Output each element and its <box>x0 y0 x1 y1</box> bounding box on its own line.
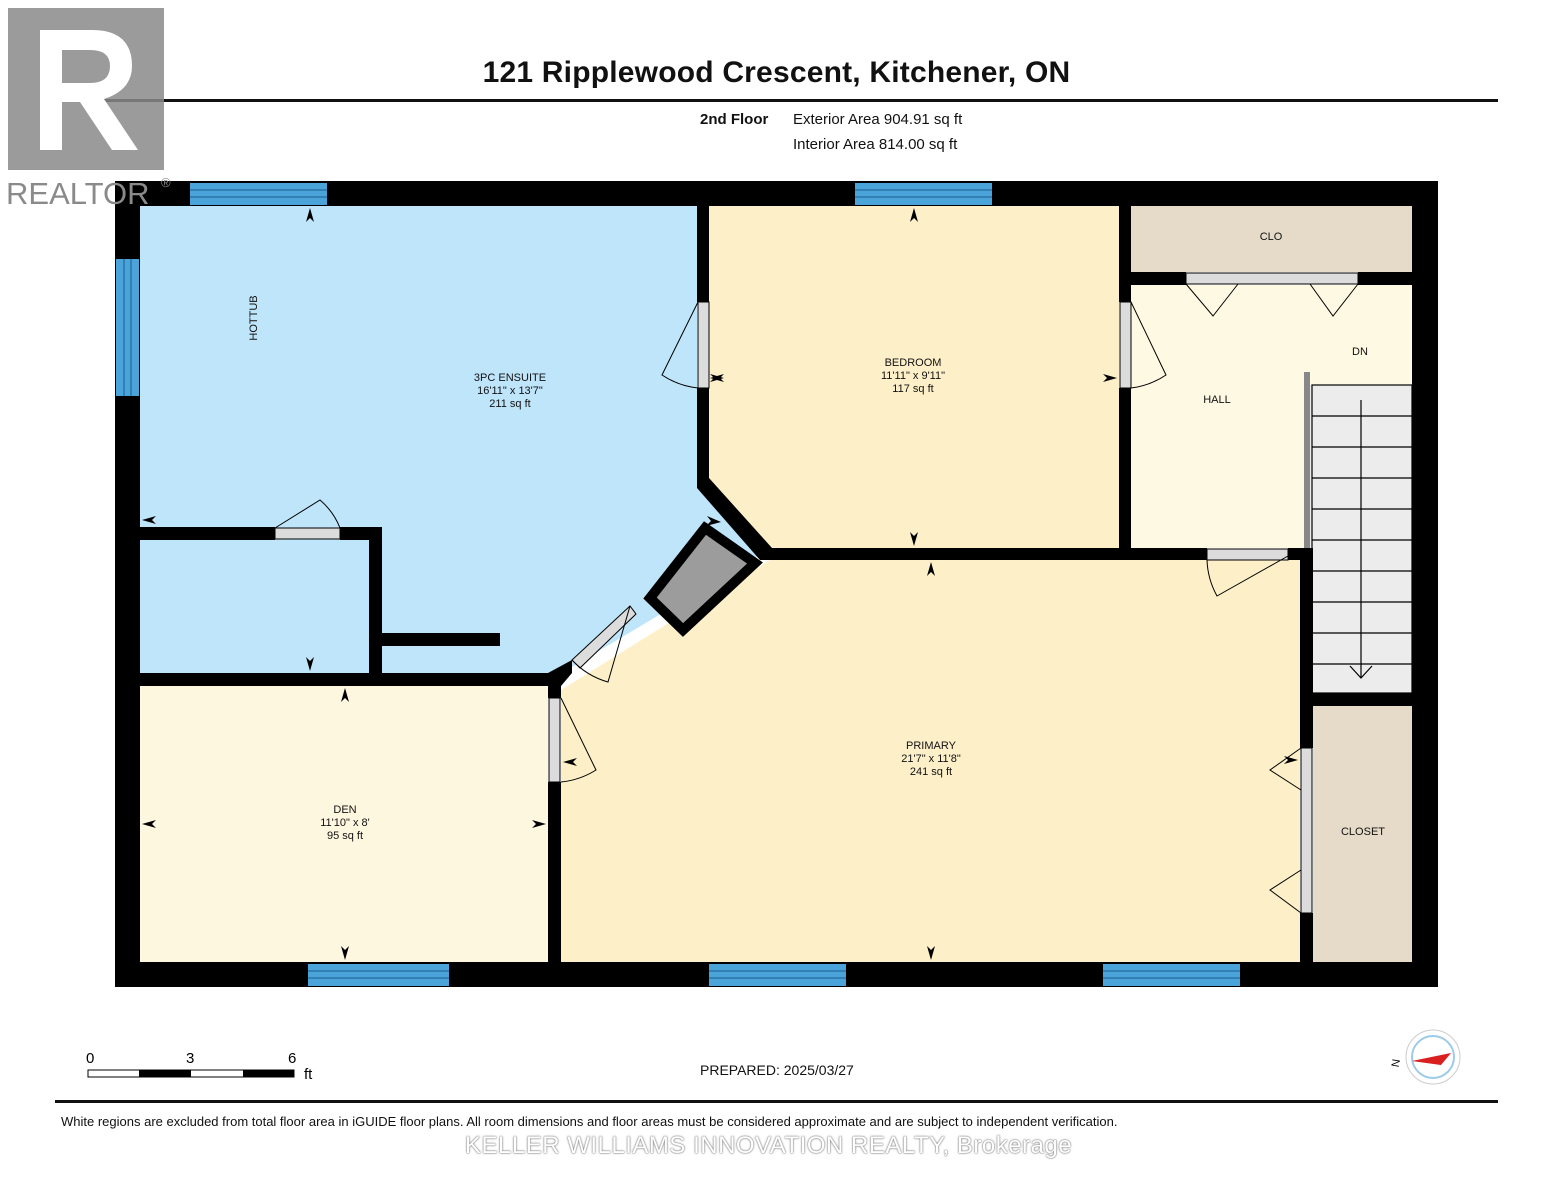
ensuite-area: 211 sq ft <box>489 398 531 410</box>
stairs <box>1311 384 1413 694</box>
property-address: 121 Ripplewood Crescent, Kitchener, ON <box>482 56 1071 89</box>
den-label: DEN 11'10" x 8' 95 sq ft <box>240 804 450 843</box>
primary-name: PRIMARY <box>906 740 956 752</box>
floor-label: 2nd Floor <box>700 111 769 128</box>
den-area: 95 sq ft <box>326 830 364 842</box>
compass-north-label: N <box>1390 1058 1403 1068</box>
primary-label: PRIMARY 21'7" x 11'8" 241 sq ft <box>826 740 1036 779</box>
den-dims: 11'10" x 8' <box>320 817 370 829</box>
hall-label: HALL <box>1203 394 1231 406</box>
primary-dims: 21'7" x 11'8" <box>901 753 961 765</box>
den-fill <box>140 686 548 962</box>
interior-area: Interior Area 814.00 sq ft <box>793 136 958 153</box>
scale-tick-6: 6 <box>288 1050 296 1067</box>
primary-fill <box>561 560 1300 962</box>
dimension-markers <box>142 208 1298 960</box>
prepared-date: PREPARED: 2025/03/27 <box>700 1062 854 1078</box>
disclaimer: White regions are excluded from total fl… <box>61 1114 1118 1129</box>
realtor-wordmark: REALTOR <box>6 176 150 211</box>
chase <box>643 521 763 637</box>
clo-label: CLO <box>1259 231 1283 243</box>
compass-icon: N <box>1385 1025 1465 1090</box>
hall-fill <box>1131 285 1412 548</box>
ensuite-fill <box>140 206 760 677</box>
ensuite-name: 3PC ENSUITE <box>473 372 547 384</box>
scale-bar: 0 3 6 ft <box>86 1048 326 1088</box>
clo-fill <box>1131 206 1412 272</box>
scale-unit: ft <box>304 1066 313 1083</box>
den-name: DEN <box>333 804 357 816</box>
bedroom-area: 117 sq ft <box>892 383 934 395</box>
bedroom-fill <box>709 206 1119 548</box>
windows <box>116 183 1240 986</box>
doors <box>274 272 1359 914</box>
closet-label: CLOSET <box>1340 826 1385 838</box>
bedroom-label: BEDROOM 11'11" x 9'11" 117 sq ft <box>808 357 1018 396</box>
scale-tick-0: 0 <box>86 1050 94 1067</box>
header-rule <box>55 99 1498 102</box>
ensuite-label: 3PC ENSUITE 16'11" x 13'7" 211 sq ft <box>405 372 615 411</box>
exterior-area: Exterior Area 904.91 sq ft <box>793 111 963 128</box>
bedroom-dims: 11'11" x 9'11" <box>881 370 945 382</box>
primary-area: 241 sq ft <box>909 766 953 778</box>
hottub-label: HOTTUB <box>248 295 260 340</box>
ensuite-dims: 16'11" x 13'7" <box>477 385 543 397</box>
closet-fill <box>1313 706 1412 962</box>
bedroom-name: BEDROOM <box>884 357 942 369</box>
footer-rule <box>55 1100 1498 1103</box>
dn-label: DN <box>1352 346 1368 358</box>
realtor-logo: REALTOR ® <box>0 0 185 215</box>
brokerage-watermark: KELLER WILLIAMS INNOVATION REALTY, Broke… <box>465 1132 1073 1159</box>
scale-tick-3: 3 <box>186 1050 194 1067</box>
registered-mark: ® <box>161 175 171 190</box>
